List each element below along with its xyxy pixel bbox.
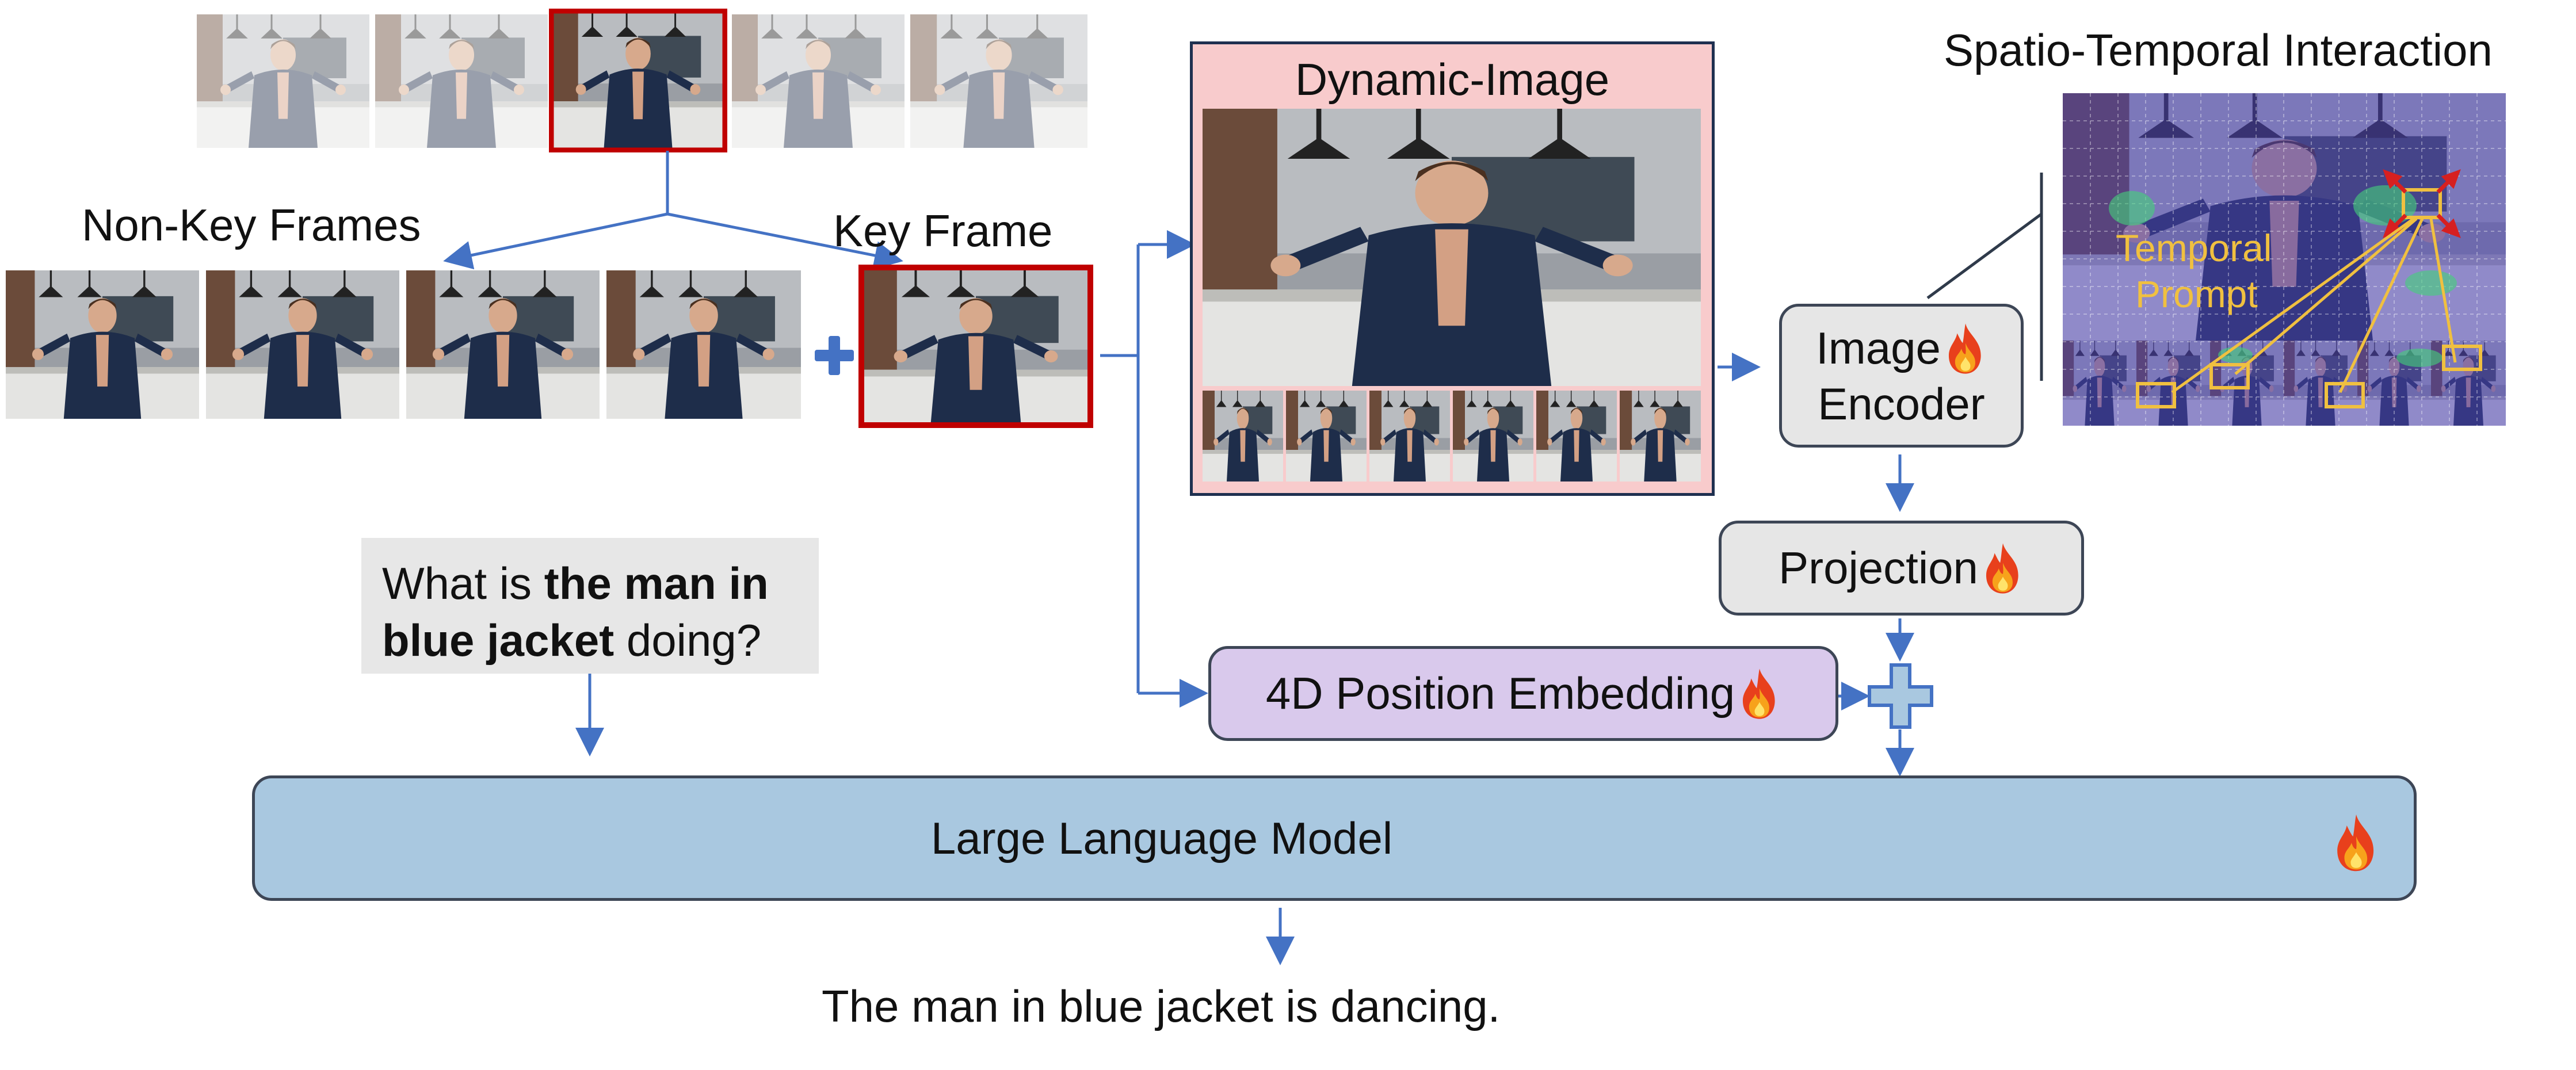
- attention-map: [2063, 93, 2506, 426]
- projection-label: Projection: [1779, 542, 1978, 593]
- question-line1: What is the man in: [382, 555, 798, 612]
- question-text-part1: What is: [382, 558, 544, 609]
- question-text-part2: doing?: [614, 615, 762, 666]
- question-box: What is the man in blue jacket doing?: [361, 538, 819, 674]
- flame-icon: [1986, 542, 2018, 594]
- position-embedding-label: 4D Position Embedding: [1265, 668, 1735, 719]
- selected-key-frame-top: [549, 9, 727, 152]
- answer-text: The man in blue jacket is dancing.: [822, 981, 1501, 1031]
- question-text-bold1: the man in: [544, 558, 769, 609]
- position-embedding-module: 4D Position Embedding: [1208, 646, 1838, 741]
- spatio-temporal-label: Spatio-Temporal Interaction: [1944, 25, 2493, 75]
- non-key-frames-strip: [6, 270, 801, 419]
- dynamic-image-panel: Dynamic-Image: [1190, 41, 1715, 496]
- temporal-prompt-label-line2: Prompt: [2135, 273, 2258, 315]
- projection-module: Projection: [1719, 521, 2084, 616]
- plus-icon: [815, 336, 854, 375]
- llm-module: Large Language Model: [252, 775, 2417, 901]
- spatio-temporal-panel: Temporal Prompt: [2063, 93, 2506, 426]
- all-frames-strip: [197, 9, 1087, 152]
- question-line2: blue jacket doing?: [382, 612, 798, 669]
- temporal-prompt-label-line1: Temporal: [2116, 227, 2272, 269]
- image-encoder-label-line2: Encoder: [1818, 379, 1985, 430]
- image-encoder-module: Image Encoder: [1779, 304, 2024, 448]
- dynamic-image-thumbnails: [1203, 391, 1701, 482]
- dynamic-image-key-frame: [1203, 109, 1701, 386]
- flame-icon: [2337, 814, 2374, 872]
- flame-icon: [1948, 323, 1981, 374]
- non-key-frames-label: Non-Key Frames: [82, 200, 421, 250]
- plus-icon: [1868, 663, 1933, 729]
- flame-icon: [1743, 668, 1775, 719]
- dynamic-image-label: Dynamic-Image: [1295, 54, 1610, 105]
- question-text-bold2: blue jacket: [382, 615, 615, 666]
- image-encoder-label-line1: Image: [1816, 323, 1941, 374]
- key-frame-image: [858, 265, 1093, 428]
- llm-label: Large Language Model: [930, 812, 1393, 863]
- key-frame-label: Key Frame: [833, 205, 1053, 256]
